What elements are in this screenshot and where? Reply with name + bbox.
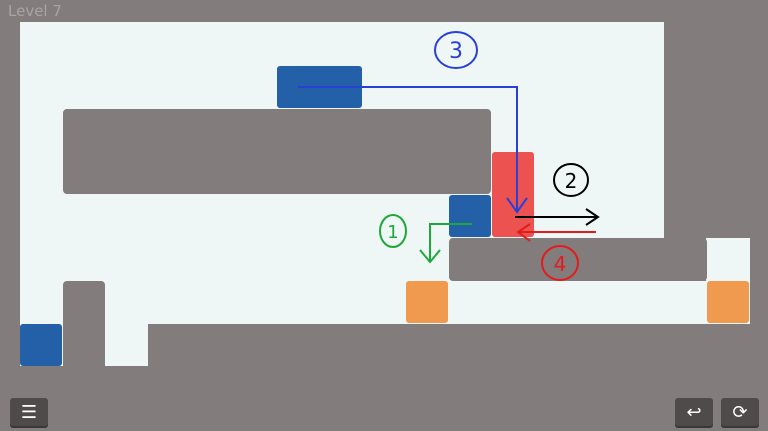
arrow-3 xyxy=(298,31,528,214)
upper-platform xyxy=(63,109,491,194)
orange-target-left xyxy=(406,281,448,323)
level-title: Level 7 xyxy=(8,2,62,20)
blue-block-small[interactable] xyxy=(449,195,491,237)
undo-icon: ↩ xyxy=(686,401,702,423)
arrow-4 xyxy=(516,223,596,281)
annotation-1: 1 xyxy=(387,222,398,243)
annotation-4: 4 xyxy=(554,252,567,276)
restart-button[interactable]: ⟳ xyxy=(721,398,759,426)
blue-block-corner[interactable] xyxy=(20,324,62,366)
annotation-2: 2 xyxy=(565,169,578,193)
floor xyxy=(148,324,768,384)
orange-target-right xyxy=(707,281,749,323)
restart-icon: ⟳ xyxy=(732,401,748,423)
annotation-3: 3 xyxy=(449,39,463,64)
menu-button[interactable]: ☰ xyxy=(10,398,48,426)
arrow-2 xyxy=(515,163,600,226)
undo-button[interactable]: ↩ xyxy=(675,398,713,426)
arrow-1 xyxy=(379,214,472,264)
menu-icon: ☰ xyxy=(20,401,38,423)
pillar xyxy=(63,281,105,371)
red-block[interactable] xyxy=(492,152,534,237)
